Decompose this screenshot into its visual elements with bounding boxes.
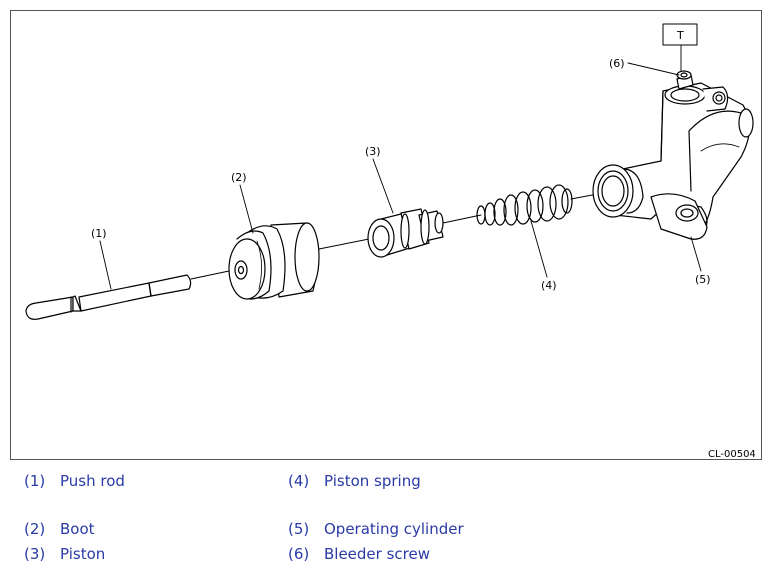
push-rod <box>25 274 192 320</box>
legend-item-5: (5) Operating cylinder <box>288 520 464 538</box>
legend-item-3: (3) Piston <box>24 545 105 563</box>
legend-item-1: (1) Push rod <box>24 472 125 490</box>
callout-5: (5) <box>695 273 711 286</box>
callout-4: (4) <box>541 279 557 292</box>
boot <box>228 222 320 300</box>
tool-tag-label: T <box>676 29 684 42</box>
legend-label: Piston <box>60 545 106 563</box>
tool-tag-box <box>662 23 698 46</box>
callout-1: (1) <box>91 227 107 240</box>
legend-label: Bleeder screw <box>324 545 430 563</box>
legend-label: Piston spring <box>324 472 421 490</box>
legend-item-6: (6) Bleeder screw <box>288 545 430 563</box>
legend-num: (5) <box>288 520 310 538</box>
legend-num: (2) <box>24 520 46 538</box>
callout-3: (3) <box>365 145 381 158</box>
piston <box>367 208 444 258</box>
bleeder-screw <box>676 70 694 90</box>
legend-num: (3) <box>24 545 46 563</box>
callout-2: (2) <box>231 171 247 184</box>
piston-spring <box>476 184 573 226</box>
legend-label: Boot <box>60 520 95 538</box>
diagram-frame: (1) (2) (3) (4) (5) (6) T CL-00504 <box>10 10 762 460</box>
operating-cylinder <box>592 82 754 240</box>
legend-item-2: (2) Boot <box>24 520 95 538</box>
figure-code: CL-00504 <box>708 449 756 460</box>
callout-6: (6) <box>609 57 625 70</box>
leader-lines <box>99 62 702 290</box>
legend-label: Push rod <box>60 472 125 490</box>
legend-item-4: (4) Piston spring <box>288 472 421 490</box>
legend-label: Operating cylinder <box>324 520 464 538</box>
legend-num: (6) <box>288 545 310 563</box>
exploded-view: (1) (2) (3) (4) (5) (6) T CL-00504 <box>25 23 756 460</box>
legend-num: (4) <box>288 472 310 490</box>
legend-num: (1) <box>24 472 46 490</box>
